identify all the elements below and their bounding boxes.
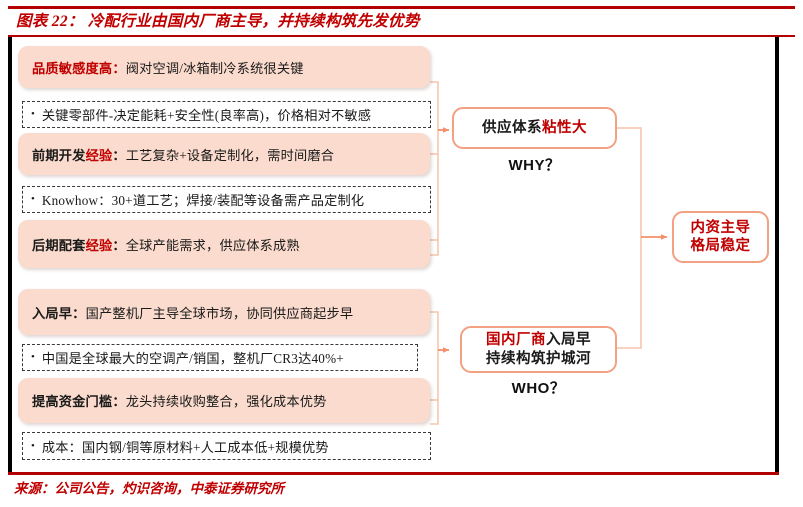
- quality-prefix: 品质敏感度高: [32, 60, 113, 76]
- left-note-key-component-text: 关键零部件-决定能耗+安全性(良率高)，价格相对不敏感: [41, 108, 372, 123]
- why-label: WHY？: [508, 157, 561, 174]
- conclusion-line-2: 格局稳定: [690, 238, 751, 254]
- early-entry-sep: ：: [72, 305, 86, 321]
- left-box-early-development-text: 前期开发经验：工艺复杂+设备定制化，需时间磨合: [32, 145, 334, 164]
- bullet-icon: •: [31, 193, 35, 205]
- left-box-early-entry: 入局早：国产整机厂主导全球市场，协同供应商起步早: [18, 289, 430, 335]
- left-note-cost: • 成本：国内钢/铜等原材料+人工成本低+规模优势: [22, 432, 431, 460]
- early-entry-body: 国产整机厂主导全球市场，协同供应商起步早: [85, 305, 354, 321]
- capital-body: 龙头持续收购整合，强化成本优势: [125, 394, 327, 409]
- footer-rule: [8, 472, 779, 475]
- capital-prefix: 提高资金门槛: [32, 394, 113, 409]
- bullet-icon: •: [31, 351, 35, 363]
- left-note-knowhow-text: Knowhow：30+道工艺；焊接/装配等设备需产品定制化: [41, 193, 365, 208]
- early-dev-sep: ：: [112, 147, 126, 163]
- source-note: 来源：公司公告，灼识咨询，中泰证券研究所: [14, 481, 284, 496]
- left-note-china-market: • 中国是全球最大的空调产/销国，整机厂CR3达40%+: [22, 344, 418, 371]
- left-box-quality-sensitivity-text: 品质敏感度高：阀对空调/冰箱制冷系统很关键: [32, 58, 304, 77]
- left-box-capital-threshold-text: 提高资金门槛：龙头持续收购整合，强化成本优势: [32, 391, 327, 410]
- domestic-line-1: 国内厂商入局早: [486, 331, 591, 349]
- left-note-knowhow: • Knowhow：30+道工艺；焊接/装配等设备需产品定制化: [22, 186, 431, 213]
- left-box-later-supply-text: 后期配套经验：全球产能需求，供应体系成熟: [32, 235, 300, 254]
- quality-sep: ：: [112, 60, 126, 76]
- quality-body: 阀对空调/冰箱制冷系统很关键: [125, 60, 304, 76]
- left-note-china-market-text: 中国是全球最大的空调产/销国，整机厂CR3达40%+: [41, 351, 344, 366]
- supply-red-part: 粘性大: [542, 119, 587, 136]
- conclusion-line-1: 内资主导: [690, 219, 751, 236]
- early-dev-prefix-tail: 经验: [85, 147, 113, 163]
- left-box-early-development: 前期开发经验：工艺复杂+设备定制化，需时间磨合: [18, 133, 430, 175]
- domestic-black-part: 入局早: [546, 332, 591, 349]
- early-entry-prefix: 入局早: [32, 305, 73, 321]
- later-supply-sep: ：: [112, 237, 126, 253]
- domestic-red-part: 国内厂商: [486, 332, 546, 349]
- left-box-early-entry-text: 入局早：国产整机厂主导全球市场，协同供应商起步早: [32, 303, 353, 322]
- frame-right-border: [775, 37, 779, 473]
- left-note-key-component: • 关键零部件-决定能耗+安全性(良率高)，价格相对不敏感: [22, 101, 431, 128]
- early-dev-body: 工艺复杂+设备定制化，需时间磨合: [125, 147, 335, 163]
- middle-box-supply-stickiness-text: 供应体系粘性大: [482, 119, 587, 137]
- left-note-cost-text: 成本：国内钢/铜等原材料+人工成本低+规模优势: [41, 439, 329, 455]
- who-label: WHO？: [511, 380, 566, 397]
- later-supply-prefix-tail: 经验: [85, 237, 113, 253]
- later-supply-prefix: 后期配套: [32, 237, 86, 253]
- left-box-capital-threshold: 提高资金门槛：龙头持续收购整合，强化成本优势: [18, 378, 430, 423]
- later-supply-body: 全球产能需求，供应体系成熟: [125, 237, 300, 253]
- page-title: 图表 22： 冷配行业由国内厂商主导，并持续构筑先发优势: [16, 13, 420, 30]
- supply-black-part: 供应体系: [482, 119, 542, 136]
- bullet-icon: •: [31, 439, 35, 452]
- bullet-icon: •: [31, 108, 35, 120]
- domestic-line-2: 持续构筑护城河: [486, 350, 591, 367]
- middle-box-domestic-early-entry: 国内厂商入局早 持续构筑护城河: [460, 326, 617, 373]
- left-box-quality-sensitivity: 品质敏感度高：阀对空调/冰箱制冷系统很关键: [18, 46, 430, 88]
- middle-box-supply-stickiness: 供应体系粘性大: [452, 107, 617, 149]
- capital-sep: ：: [112, 394, 126, 409]
- early-dev-prefix: 前期开发: [32, 147, 86, 163]
- title-rule-top: [8, 6, 795, 9]
- right-box-conclusion: 内资主导 格局稳定: [672, 211, 769, 263]
- left-box-later-supply: 后期配套经验：全球产能需求，供应体系成熟: [18, 220, 430, 268]
- title-rule-bottom: [8, 35, 795, 37]
- frame-left-border: [8, 37, 12, 473]
